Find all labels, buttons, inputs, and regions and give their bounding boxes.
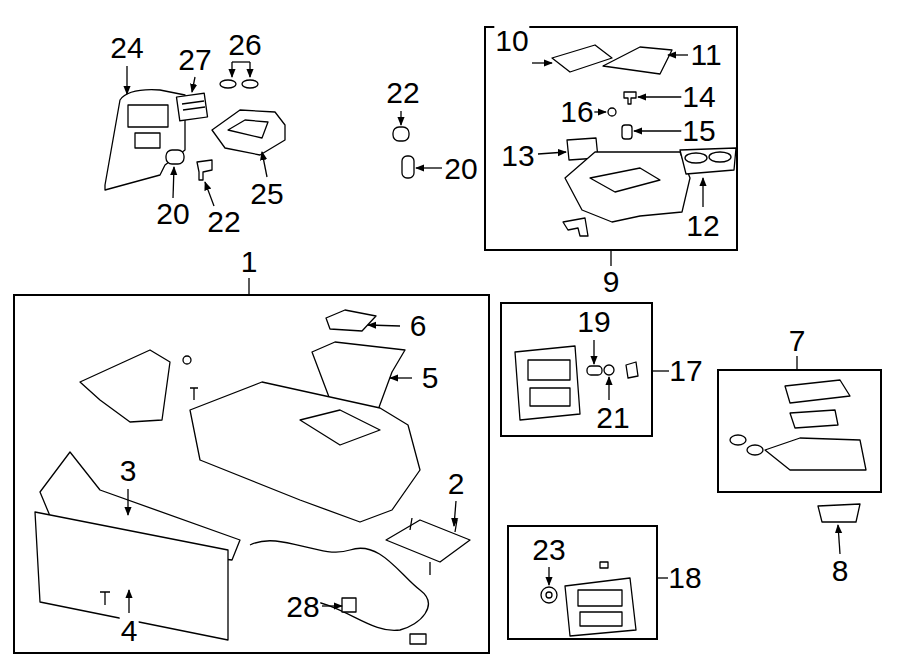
callout-number: 12 bbox=[685, 211, 720, 241]
callout-number: 10 bbox=[494, 26, 529, 56]
callout-number: 20 bbox=[443, 154, 478, 184]
group-number: 7 bbox=[788, 326, 807, 356]
group-number: 18 bbox=[667, 563, 702, 593]
callout-number: 8 bbox=[831, 556, 850, 586]
callout-number: 26 bbox=[227, 30, 262, 60]
callout-number: 22 bbox=[385, 78, 420, 108]
callout-number: 20 bbox=[155, 199, 190, 229]
group-number: 17 bbox=[668, 356, 703, 386]
callout-number: 22 bbox=[206, 207, 241, 237]
callout-number: 3 bbox=[119, 456, 138, 486]
callout-number: 23 bbox=[531, 535, 566, 565]
callout-number: 5 bbox=[421, 363, 440, 393]
callout-number: 14 bbox=[681, 82, 716, 112]
callout-number: 16 bbox=[559, 97, 594, 127]
callout-number: 21 bbox=[595, 403, 630, 433]
group-box: 18 bbox=[507, 525, 658, 640]
group-box: 7 bbox=[717, 369, 882, 493]
group-number: 1 bbox=[240, 247, 259, 277]
callout-number: 19 bbox=[576, 307, 611, 337]
callout-number: 25 bbox=[249, 179, 284, 209]
callout-number: 2 bbox=[447, 469, 466, 499]
callout-number: 4 bbox=[120, 616, 139, 646]
callout-number: 13 bbox=[500, 141, 535, 171]
callout-number: 6 bbox=[409, 311, 428, 341]
callout-number: 11 bbox=[689, 40, 722, 70]
callout-number: 28 bbox=[285, 592, 320, 622]
group-box: 1 bbox=[13, 294, 490, 654]
group-number: 9 bbox=[602, 267, 621, 297]
callout-number: 15 bbox=[681, 116, 716, 146]
callout-number: 27 bbox=[177, 45, 212, 75]
callout-number: 24 bbox=[109, 33, 144, 63]
